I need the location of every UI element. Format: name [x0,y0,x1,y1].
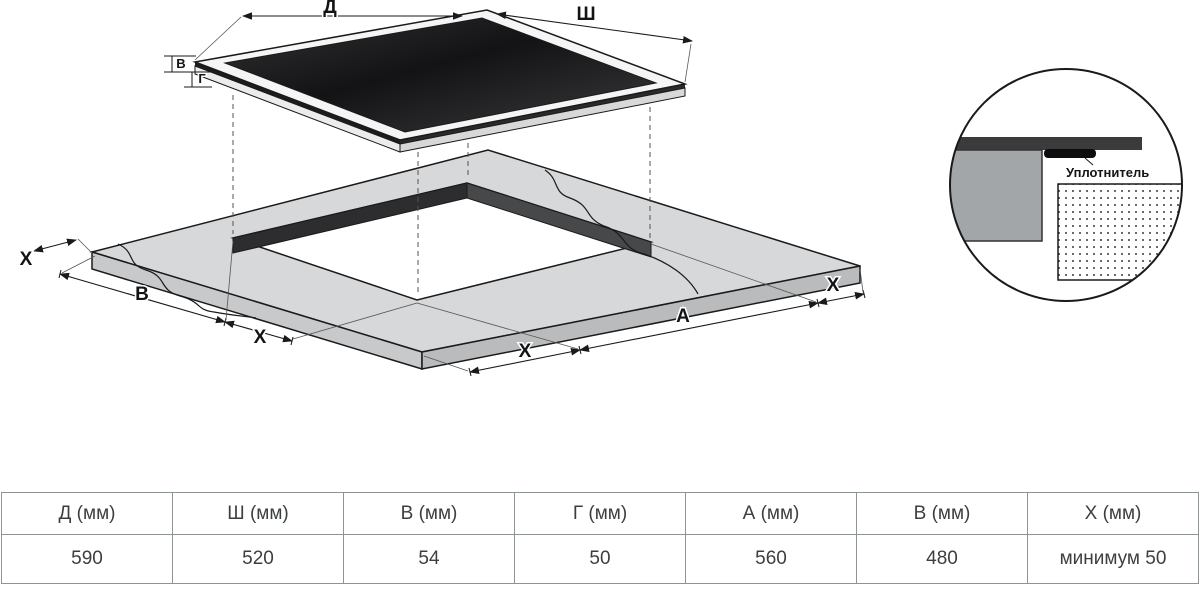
seal-gasket [1044,149,1096,158]
dim-label-mount-depth: Г [198,71,206,86]
value-cell-b: 480 [856,534,1028,584]
dimension-lines [33,11,866,377]
cooktop-installation-diagram: Д Ш В Г Х В Х Х А Х Уплотнитель [18,0,1183,377]
countertop-section [950,149,1043,242]
detail-circle [949,68,1183,302]
cooktop-edge-section [950,137,1142,150]
header-cell-d: Д (мм) [1,492,173,535]
value-cell-x: минимум 50 [1027,534,1199,584]
table-header-row: Д (мм) Ш (мм) В (мм) Г (мм) А (мм) В (мм… [1,492,1199,535]
cabinet-section [1057,183,1182,281]
header-cell-b: В (мм) [856,492,1028,535]
header-cell-g: Г (мм) [514,492,686,535]
value-cell-a: 560 [685,534,857,584]
dim-label-length: Д [323,0,337,18]
glass-surface [223,17,658,133]
countertop-drawing [89,149,861,371]
value-cell-sh: 520 [172,534,344,584]
break-line-right [544,169,699,295]
value-cell-v: 54 [343,534,515,584]
projection-lines [232,95,651,296]
dimensions-table: Д (мм) Ш (мм) В (мм) Г (мм) А (мм) В (мм… [1,492,1199,584]
cooktop-panel-drawing [192,9,688,153]
header-cell-x: Х (мм) [1027,492,1199,535]
dim-label-cutout-length: А [676,306,690,327]
header-cell-sh: Ш (мм) [172,492,344,535]
value-cell-d: 590 [1,534,173,584]
header-cell-a: А (мм) [685,492,857,535]
dim-label-cutout-width: В [135,284,149,305]
seal-detail-callout: Уплотнитель [949,68,1183,302]
countertop-cutout [230,182,654,301]
dim-label-clearance-top-left: Х [20,249,33,270]
header-cell-v: В (мм) [343,492,515,535]
table-value-row: 590 520 54 50 560 480 минимум 50 [1,534,1199,584]
dim-label-panel-height: В [176,56,185,71]
dim-label-width: Ш [576,4,595,25]
dim-label-clearance-left: Х [254,327,267,348]
dim-label-clearance-right: Х [827,275,840,296]
seal-label: Уплотнитель [1066,165,1149,180]
value-cell-g: 50 [514,534,686,584]
dim-label-clearance-bottom: Х [519,341,532,362]
